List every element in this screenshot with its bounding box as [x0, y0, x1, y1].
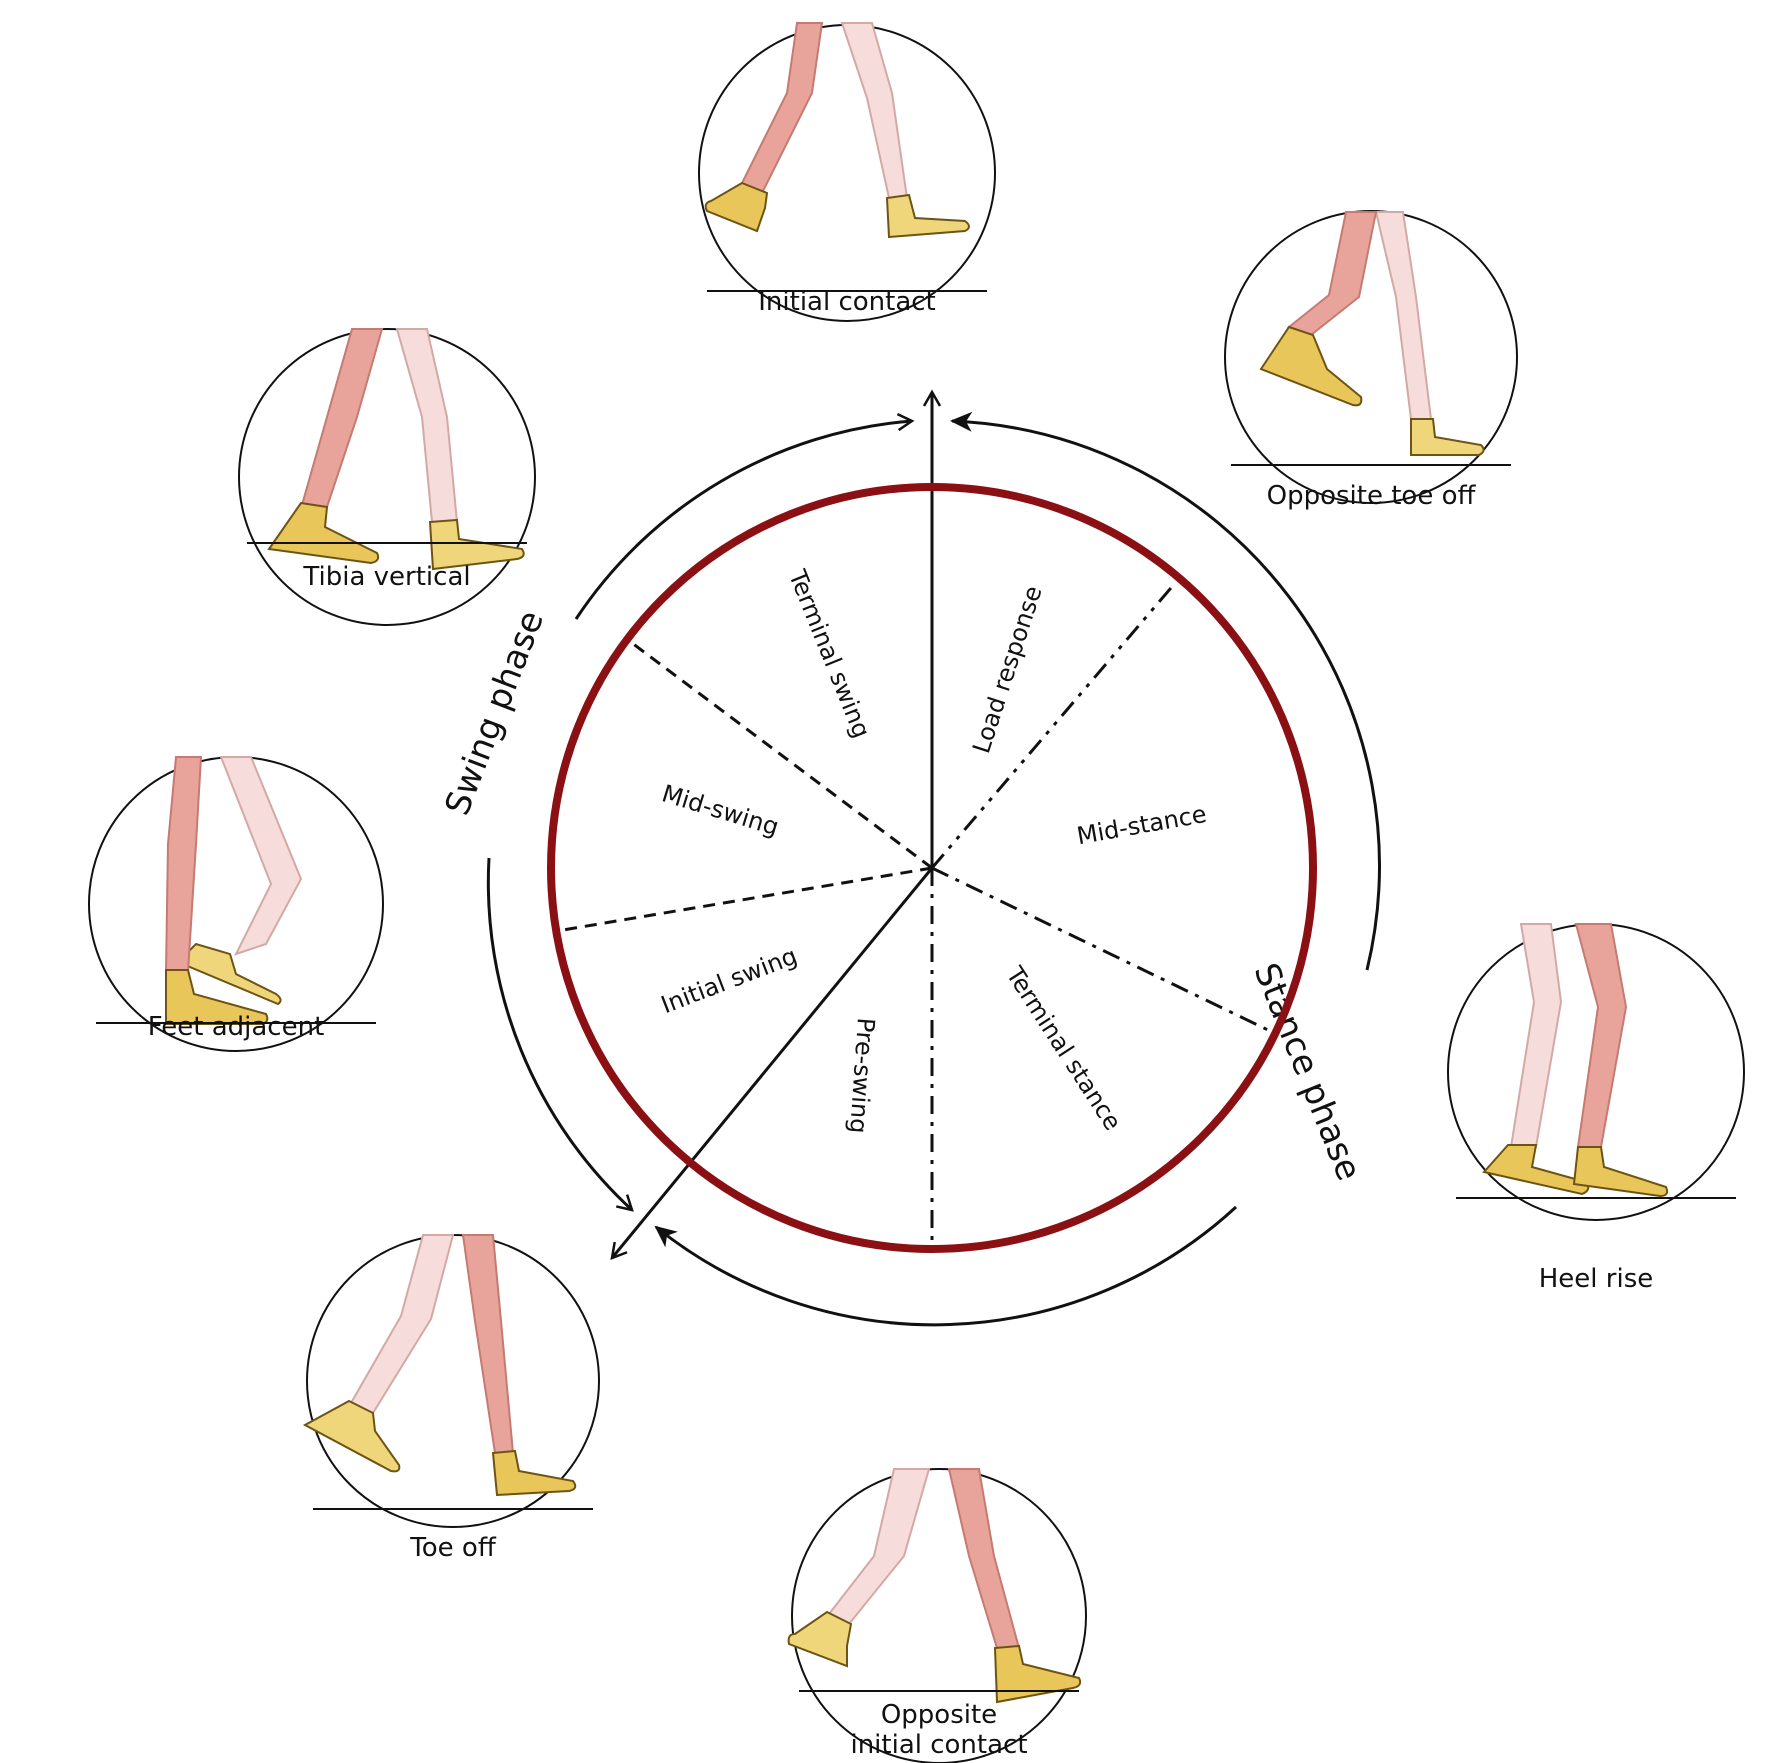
far-foot-shoe [302, 1399, 401, 1473]
vignette-opposite-toe-off: Opposite toe off [1224, 210, 1518, 511]
phase-arcs [486, 411, 1381, 1327]
segment-label-terminal-swing: Terminal swing [783, 565, 876, 742]
near-foot-shoe [267, 501, 380, 565]
swing-phase-arc-lower [486, 857, 634, 1212]
segment-label-mid-stance: Mid-stance [1075, 800, 1209, 850]
near-foot-shoe [704, 181, 769, 233]
event-label-feet-adjacent: Feet adjacent [148, 1012, 325, 1042]
swing-phase-label: Swing phase [437, 605, 552, 820]
event-vignettes: Initial contact Opposite toe off Heel ri… [88, 22, 1745, 1763]
event-label-opposite-initial-contact-2: initial contact [850, 1730, 1027, 1760]
stance-phase-arc-upper [950, 411, 1381, 971]
far-foot-shoe [885, 193, 970, 239]
far-foot-shoe [787, 1610, 853, 1668]
divider-mid-terminal-swing [627, 638, 933, 870]
segment-label-load-response: Load response [967, 582, 1047, 756]
segment-dividers [562, 581, 1269, 1245]
stance-phase-label: Stance phase [1246, 958, 1369, 1187]
far-foot-shoe [176, 942, 282, 1006]
far-leg [219, 756, 303, 956]
vignette-opposite-initial-contact: Opposite initial contact [787, 1468, 1087, 1763]
near-foot-shoe [491, 1449, 577, 1497]
segment-label-pre-swing: Pre-swing [844, 1017, 880, 1135]
far-foot-shoe [1410, 418, 1485, 456]
near-foot-shoe [1259, 325, 1363, 407]
segment-label-terminal-stance: Terminal stance [1000, 961, 1127, 1135]
event-label-tibia-vertical: Tibia vertical [302, 562, 470, 592]
toe-off-axis-arrow [610, 867, 934, 1260]
event-label-heel-rise: Heel rise [1539, 1264, 1654, 1294]
vignette-tibia-vertical: Tibia vertical [238, 328, 536, 626]
segment-label-mid-swing: Mid-swing [659, 779, 782, 841]
near-foot-shoe [993, 1644, 1082, 1704]
vignette-toe-off: Toe off [302, 1234, 600, 1563]
near-foot-shoe [1572, 1146, 1669, 1198]
divider-load-mid [930, 581, 1178, 869]
vignette-heel-rise: Heel rise [1447, 923, 1745, 1294]
divider-mid-terminal-stance [931, 866, 1269, 1032]
vignette-feet-adjacent: Feet adjacent [88, 756, 384, 1052]
segment-label-initial-swing: Initial swing [657, 942, 801, 1019]
event-label-opposite-toe-off: Opposite toe off [1267, 481, 1477, 511]
gait-cycle-ring [547, 483, 1317, 1253]
divider-initial-mid-swing [562, 866, 933, 932]
vignette-initial-contact: Initial contact [698, 22, 996, 322]
event-label-toe-off: Toe off [409, 1533, 497, 1563]
swing-phase-arc-upper [574, 413, 915, 620]
stance-phase-arc-lower [654, 1205, 1238, 1327]
event-label-initial-contact: Initial contact [758, 287, 936, 317]
far-foot-shoe [1482, 1144, 1590, 1196]
event-label-opposite-initial-contact-1: Opposite [881, 1700, 997, 1730]
vignette-frame [698, 24, 996, 322]
